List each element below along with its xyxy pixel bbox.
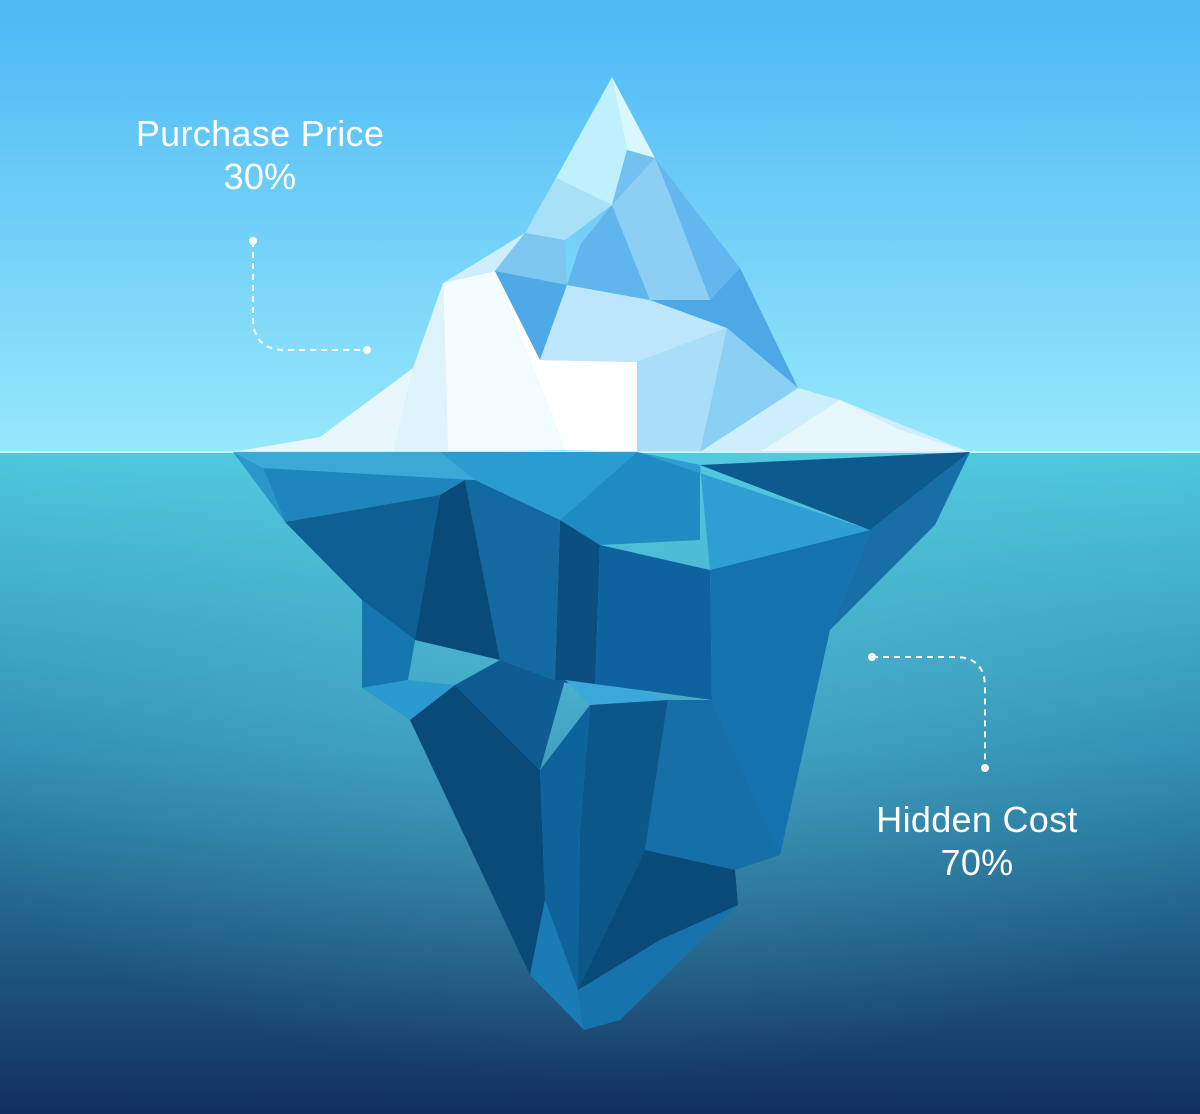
annotation-below-end-dot: [981, 764, 989, 772]
purchase-price-title: Purchase Price: [135, 113, 385, 154]
hidden-cost-label: Hidden Cost 70%: [827, 798, 1127, 884]
hidden-cost-value: 70%: [940, 842, 1014, 884]
purchase-price-label: Purchase Price 30%: [110, 112, 410, 198]
iceberg-underwater: [233, 452, 970, 1030]
annotation-above: [252, 241, 367, 351]
annotation-above-end-dot: [363, 346, 371, 354]
iceberg-tip: [233, 77, 970, 452]
annotation-above-start-dot: [249, 237, 257, 245]
annotation-below-start-dot: [868, 653, 876, 661]
hidden-cost-title: Hidden Cost: [876, 799, 1078, 840]
purchase-price-value: 30%: [223, 156, 297, 198]
